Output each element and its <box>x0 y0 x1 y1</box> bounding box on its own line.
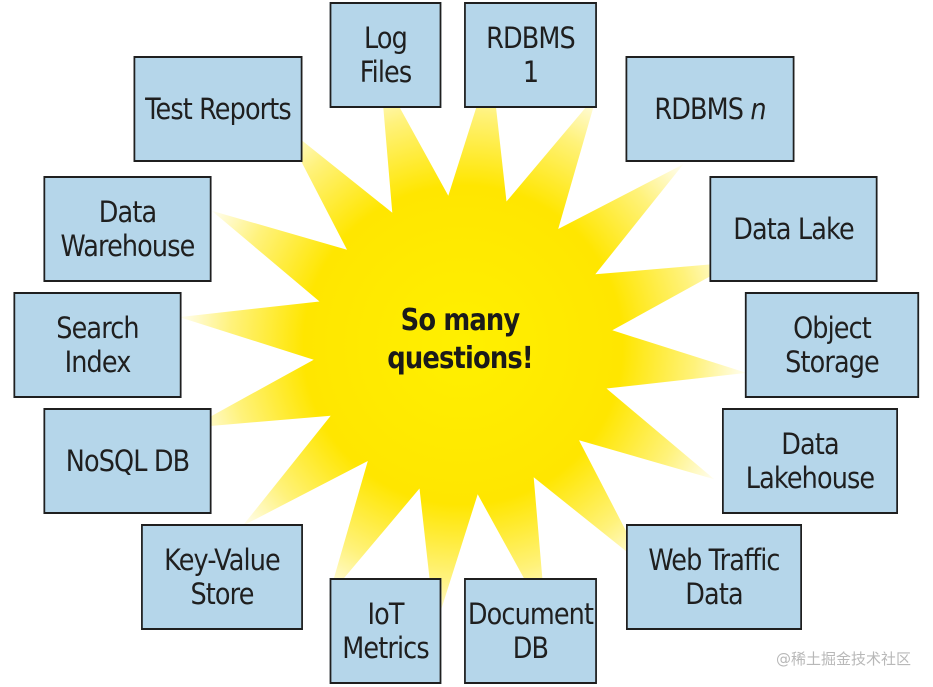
box-data-lakehouse-line1: Data <box>781 427 839 461</box>
box-data-lake: Data Lake <box>709 176 878 282</box>
box-document-db-line1: Document <box>467 597 594 631</box>
center-caption-line2: questions! <box>387 341 533 376</box>
box-rdbms-1-line2: 1 <box>522 55 539 89</box>
box-object-storage-line2: Storage <box>785 345 880 379</box>
box-test-reports-line1: Test Reports <box>145 92 292 126</box>
box-search-index-line2: Index <box>64 345 132 379</box>
box-document-db: Document DB <box>464 578 597 684</box>
box-nosql-db-line1: NoSQL DB <box>65 444 190 478</box>
box-data-lake-line1: Data Lake <box>733 212 854 246</box>
box-rdbms-n-text: RDBMS <box>654 92 744 126</box>
box-rdbms-n: RDBMS n <box>625 56 795 162</box>
box-iot-metrics-line2: Metrics <box>342 631 429 665</box>
box-test-reports: Test Reports <box>133 56 303 162</box>
box-rdbms-1-line1: RDBMS <box>486 21 576 55</box>
box-rdbms-n-suffix: n <box>750 92 766 126</box>
watermark: @稀土掘金技术社区 <box>775 650 911 668</box>
box-log-files-line2: Files <box>359 55 412 89</box>
center-caption: So many questions! <box>331 302 589 378</box>
box-web-traffic-data-line2: Data <box>685 577 743 611</box>
box-data-warehouse-line2: Warehouse <box>60 229 196 263</box>
box-key-value-store-line2: Store <box>190 577 254 611</box>
box-nosql-db: NoSQL DB <box>43 408 212 514</box>
box-data-lakehouse: Data Lakehouse <box>722 408 898 514</box>
box-data-lakehouse-line2: Lakehouse <box>745 461 875 495</box>
box-object-storage: Object Storage <box>744 292 920 398</box>
box-key-value-store: Key-Value Store <box>141 524 303 630</box>
box-rdbms-n-line1: RDBMS n <box>654 92 766 126</box>
box-data-warehouse: Data Warehouse <box>43 176 212 282</box>
box-object-storage-line1: Object <box>793 311 872 345</box>
box-search-index: Search Index <box>13 292 182 398</box>
center-caption-line1: So many <box>400 303 521 338</box>
box-log-files: Log Files <box>329 2 442 108</box>
box-data-warehouse-line1: Data <box>98 195 157 229</box>
box-key-value-store-line1: Key-Value <box>164 543 281 577</box>
box-web-traffic-data-line1: Web Traffic <box>648 543 780 577</box>
box-web-traffic-data: Web Traffic Data <box>626 524 802 630</box>
box-iot-metrics: IoT Metrics <box>329 578 442 684</box>
box-log-files-line1: Log <box>364 21 408 55</box>
box-search-index-line1: Search <box>56 311 139 345</box>
box-rdbms-1: RDBMS 1 <box>464 2 597 108</box>
box-document-db-line2: DB <box>512 631 549 665</box>
starburst-shape <box>179 61 747 629</box>
box-iot-metrics-line1: IoT <box>367 597 404 631</box>
